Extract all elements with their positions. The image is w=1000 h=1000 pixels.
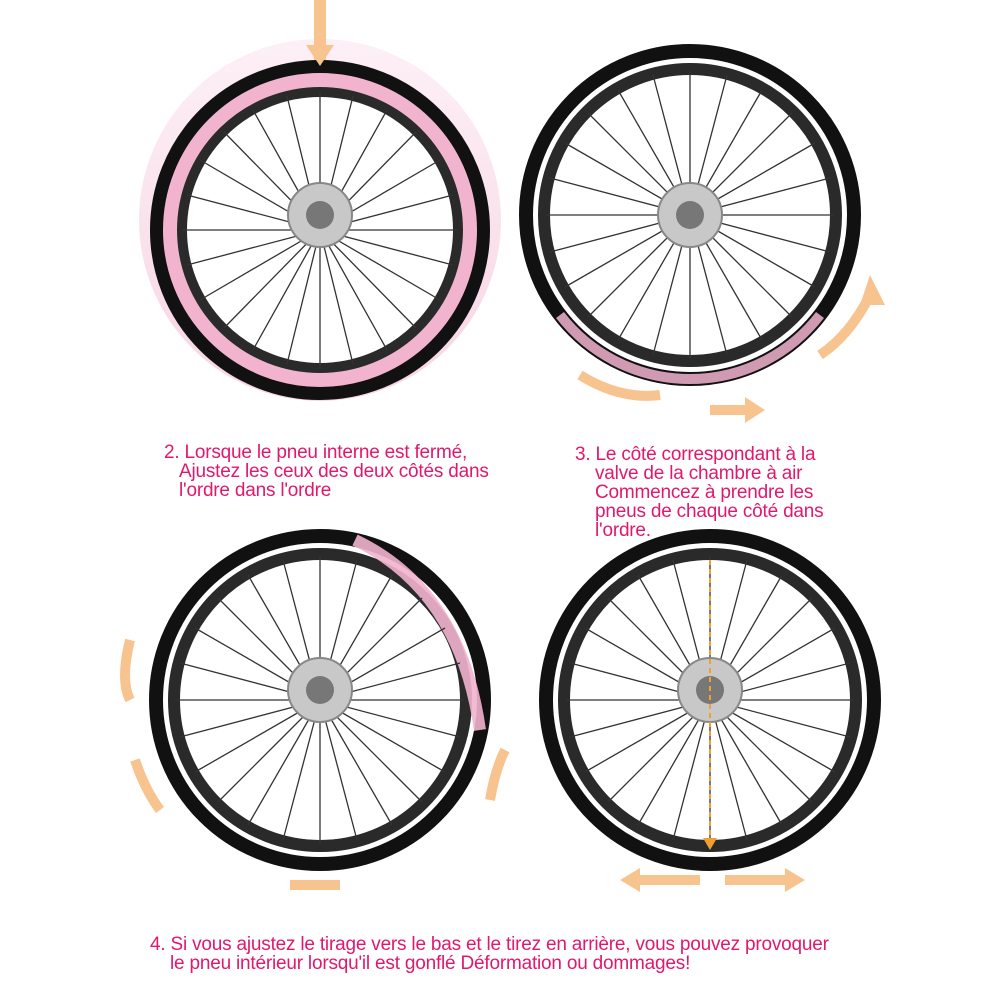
wheel-illustration-3: [120, 529, 510, 890]
wheel-panel-2: [519, 44, 910, 435]
step-3-line-4: pneus de chaque côté dans: [595, 501, 824, 522]
wheel-panel-1: [139, 0, 501, 401]
step-3-line-1: 3. Le côté correspondant à la: [575, 444, 816, 465]
step-2-line-2: Ajustez les ceux des deux côtés dans: [179, 461, 489, 482]
wheel-panel-4: [539, 529, 900, 910]
step-4-line-1: 4. Si vous ajustez le tirage vers le bas…: [150, 934, 829, 955]
step-3-line-2: valve de la chambre à air: [595, 463, 803, 484]
wheel-illustration-1: [139, 0, 501, 401]
step-3-line-3: Commencez à prendre les: [595, 482, 814, 503]
wheel-illustration-4: [539, 529, 881, 892]
wheel-illustration-2: [519, 44, 885, 423]
step-3-caption: 3. Le côté correspondant à la valve de l…: [575, 444, 824, 541]
step-2-line-3: l'ordre dans l'ordre: [179, 480, 332, 501]
step-4-line-2: le pneu intérieur lorsqu'il est gonflé D…: [170, 953, 691, 974]
step-4-caption: 4. Si vous ajustez le tirage vers le bas…: [150, 935, 829, 973]
step-2-caption: 2. Lorsque le pneu interne est fermé, Aj…: [164, 443, 489, 500]
step-3-line-5: l'ordre.: [595, 520, 651, 541]
wheel-panel-3: [100, 529, 520, 910]
step-2-line-1: 2. Lorsque le pneu interne est fermé,: [164, 442, 468, 463]
